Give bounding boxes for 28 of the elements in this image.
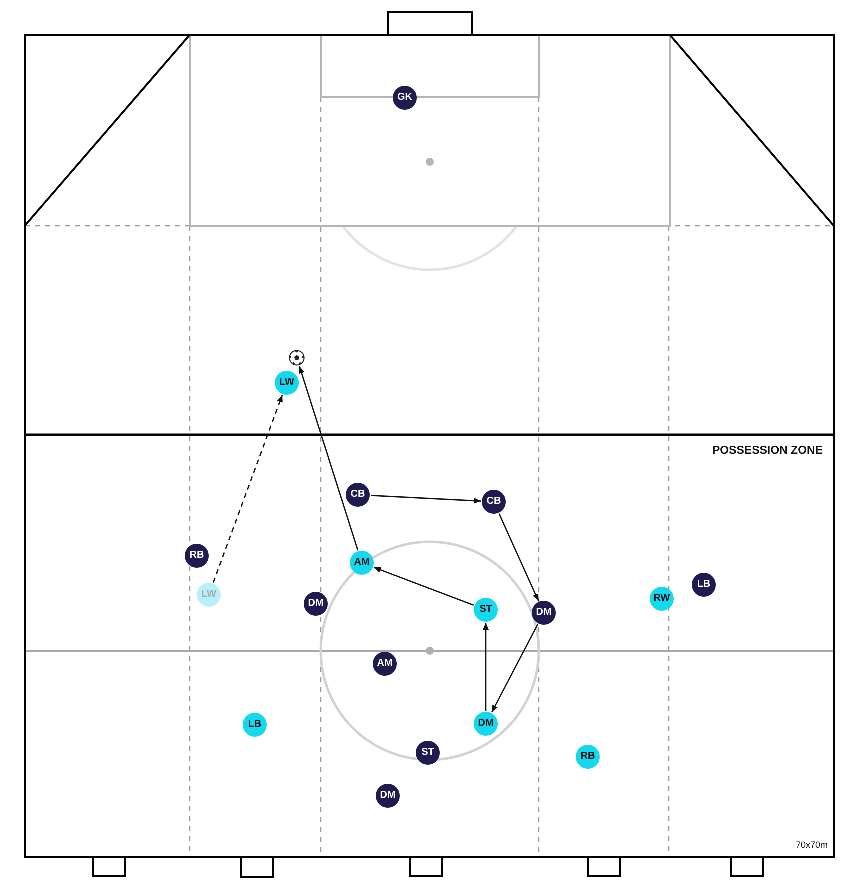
player-marker: CB: [482, 490, 506, 514]
zone-label: POSSESSION ZONE: [712, 446, 823, 458]
player-marker: AM: [350, 551, 374, 575]
player-marker: DM: [376, 784, 400, 808]
player-marker: DM: [474, 712, 498, 736]
soccer-ball-icon: [289, 350, 305, 366]
player-marker: ST: [474, 598, 498, 622]
arrow: [498, 514, 540, 602]
player-marker: LB: [692, 573, 716, 597]
player-marker: DM: [304, 592, 328, 616]
pitch-size-label: 70x70m: [796, 841, 828, 850]
player-marker: AM: [373, 652, 397, 676]
player-marker: CB: [346, 483, 370, 507]
arrow: [491, 624, 539, 713]
player-marker: RB: [185, 544, 209, 568]
player-marker: LW: [197, 583, 221, 607]
player-marker: GK: [393, 86, 417, 110]
player-marker: DM: [532, 601, 556, 625]
player-marker: LB: [243, 713, 267, 737]
arrow: [370, 495, 482, 504]
arrow: [483, 623, 489, 711]
arrow: [374, 567, 474, 606]
player-marker: LW: [275, 371, 299, 395]
player-marker: RB: [576, 745, 600, 769]
player-marker: ST: [416, 741, 440, 765]
dashed-arrow: [212, 394, 284, 584]
player-marker: RW: [650, 587, 674, 611]
arrow: [298, 366, 359, 551]
